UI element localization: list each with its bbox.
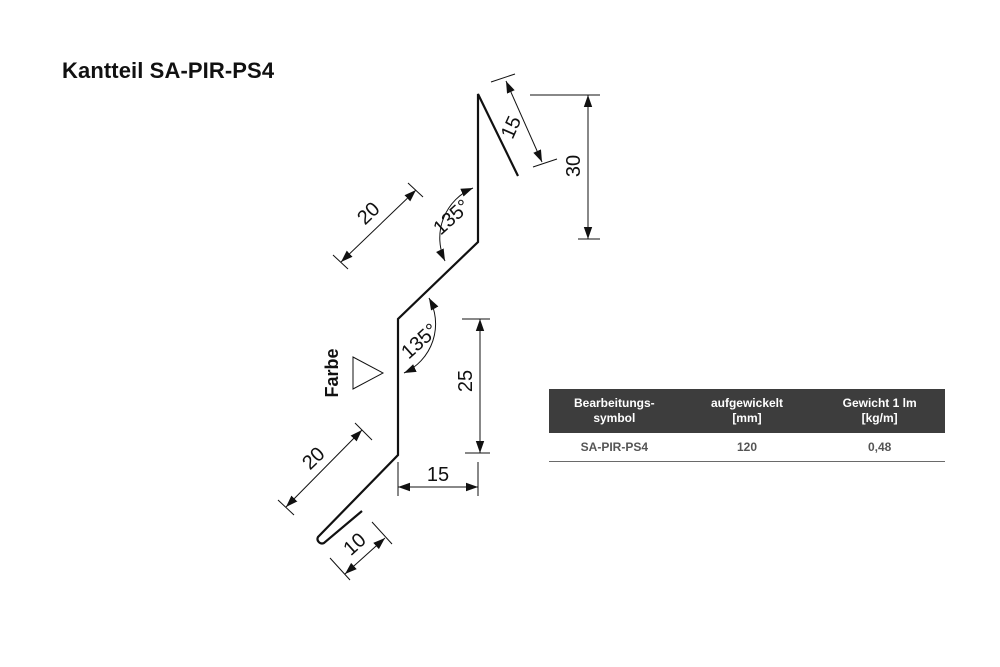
dim-top-height: 30 xyxy=(530,94,600,240)
dim-upper-diagonal: 20 xyxy=(332,182,424,270)
column-header-symbol: Bearbeitungs- symbol xyxy=(549,389,680,433)
cell-weight: 0,48 xyxy=(814,433,945,462)
color-triangle xyxy=(352,356,385,390)
angle-upper-label: 135° xyxy=(429,196,474,240)
dim-vertical-label: 25 xyxy=(455,370,477,392)
column-header-weight: Gewicht 1 lm [kg/m] xyxy=(814,389,945,433)
profile-outline xyxy=(316,93,519,545)
dim-offset-label: 15 xyxy=(427,464,449,486)
dim-top-lip: 15 xyxy=(490,73,558,168)
angle-upper: 135° xyxy=(429,187,475,262)
table-header-row: Bearbeitungs- symbol aufgewickelt [mm] G… xyxy=(549,389,945,433)
table-row: SA-PIR-PS4 120 0,48 xyxy=(549,433,945,462)
dim-top-height-label: 30 xyxy=(563,155,585,177)
color-side-marker: Farbe xyxy=(322,348,385,398)
dim-offset: 15 xyxy=(397,462,479,496)
dim-lower-diagonal-label: 20 xyxy=(298,443,329,474)
dim-vertical: 25 xyxy=(455,318,490,454)
spec-table: Bearbeitungs- symbol aufgewickelt [mm] G… xyxy=(549,389,945,462)
cell-unrolled: 120 xyxy=(679,433,815,462)
page-title: Kantteil SA-PIR-PS4 xyxy=(62,58,275,83)
column-header-unrolled: aufgewickelt [mm] xyxy=(679,389,815,433)
dim-lower-diagonal: 20 xyxy=(277,422,373,516)
angle-lower: 135° xyxy=(397,297,443,374)
cell-symbol: SA-PIR-PS4 xyxy=(549,433,680,462)
color-label: Farbe xyxy=(322,348,342,397)
